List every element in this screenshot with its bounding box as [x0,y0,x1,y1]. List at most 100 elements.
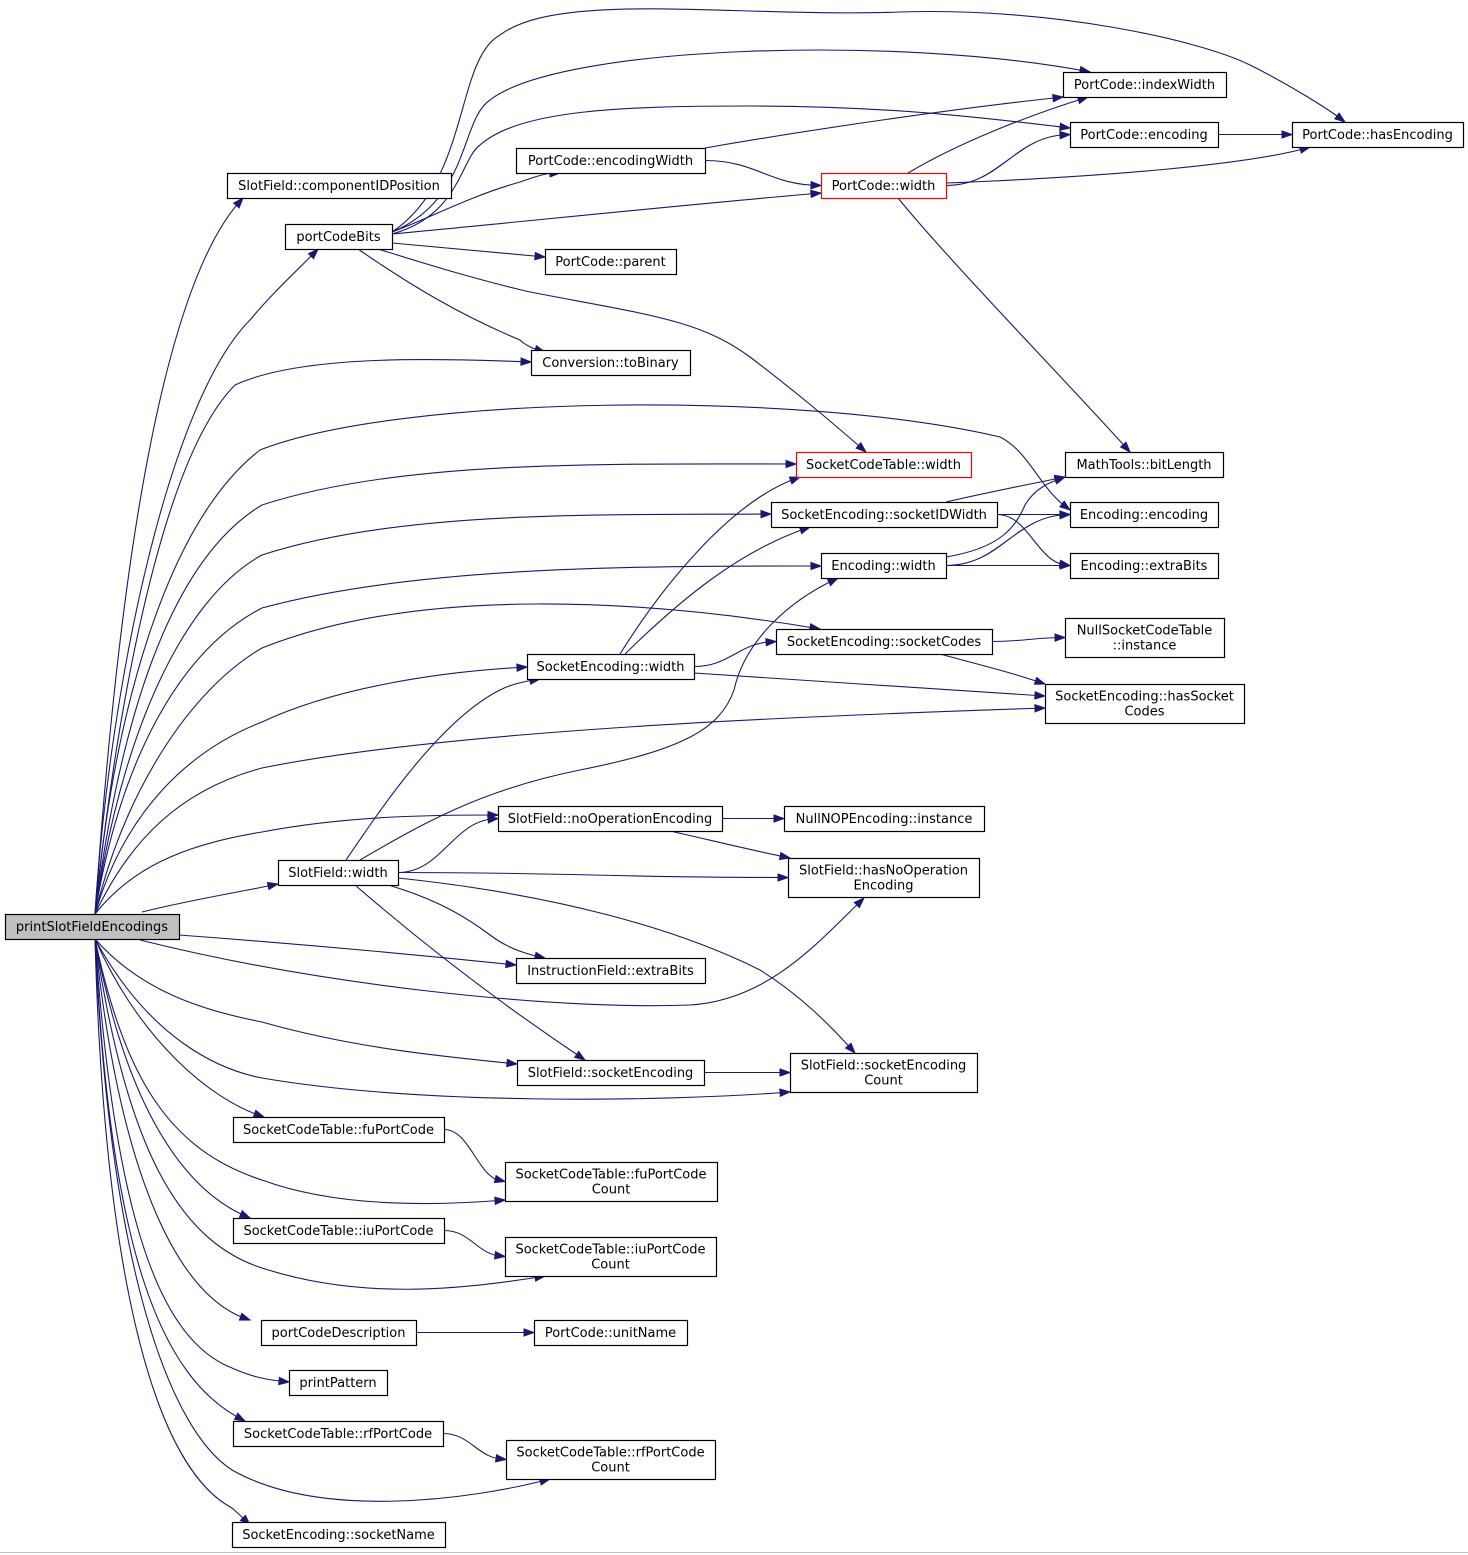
node-label: Codes [1124,705,1164,720]
node-socketIDWidth[interactable]: SocketEncoding::socketIDWidth [770,501,999,529]
node-label: Count [591,1258,630,1273]
arrowhead [1054,633,1067,642]
node-label: SocketEncoding::width [536,660,684,675]
arrowhead [810,180,823,190]
arrowhead [1281,130,1294,139]
arrowhead [855,441,868,453]
edge-socketIDWidth-to-encExtraBits [996,513,1072,569]
node-unitName[interactable]: PortCode::unitName [533,1319,689,1347]
edge-root-to-encWidth [94,561,823,915]
node-componentIDPosition[interactable]: SlotField::componentIDPosition [226,172,453,200]
edge-line [94,938,551,1502]
node-bitLength[interactable]: MathTools::bitLength [1064,451,1225,479]
node-encExtraBits[interactable]: Encoding::extraBits [1069,552,1220,580]
arrowhead [252,1109,266,1118]
edge-iuPortCode-to-iuPortCodeCount [443,1229,507,1260]
node-portCodeBits[interactable]: portCodeBits [284,223,394,251]
bottom-divider [0,1552,1468,1553]
arrowhead [1059,500,1072,511]
edge-line [94,513,772,915]
node-fuPortCode[interactable]: SocketCodeTable::fuPortCode [232,1116,446,1144]
node-nullNOP[interactable]: NullNOPEncoding::instance [783,805,986,833]
node-box [1064,617,1226,659]
node-noOpEnc[interactable]: SlotField::noOperationEncoding [497,805,724,833]
node-box [277,859,400,887]
node-pcWidth[interactable]: PortCode::width [820,172,948,200]
node-box [820,172,948,200]
arrowhead [826,577,840,587]
node-label: printPattern [299,1376,376,1391]
edge-socketCodes-to-nullSCT [991,633,1067,643]
edge-line [377,248,867,453]
node-box [795,451,973,479]
edge-line [704,96,1064,149]
node-ifExtraBits[interactable]: InstructionField::extraBits [515,957,707,985]
node-box [505,1439,717,1481]
node-pcHasEncoding[interactable]: PortCode::hasEncoding [1291,121,1465,149]
edge-root-to-portCodeDesc [94,938,252,1321]
node-label: Encoding::extraBits [1081,559,1208,574]
node-root[interactable]: printSlotFieldEncodings [4,913,181,941]
node-seWidth[interactable]: SocketEncoding::width [526,653,696,681]
node-label: SocketCodeTable::iuPortCode [515,1243,705,1258]
edge-portCodeDesc-to-unitName [416,1328,536,1337]
node-box [770,501,999,529]
edge-portCodeBits-to-pcEncoding [391,105,1072,235]
edge-rfPortCode-to-rfPortCodeCount [442,1432,508,1463]
arrowhead [765,637,778,647]
edge-root-to-socketName [94,938,252,1527]
edge-root-to-socketEncCount [94,938,792,1100]
edge-line [94,938,290,1383]
node-portCodeDesc[interactable]: portCodeDescription [260,1319,418,1347]
edge-root-to-printPattern [94,938,291,1386]
node-toBinary[interactable]: Conversion::toBinary [530,349,692,377]
node-label: portCodeBits [296,230,381,245]
node-box [4,913,181,941]
node-box [515,957,707,985]
node-encWidth[interactable]: Encoding::width [820,552,948,580]
node-label: Count [592,1183,631,1198]
node-sctWidth[interactable]: SocketCodeTable::width [795,451,973,479]
node-rfPortCode[interactable]: SocketCodeTable::rfPortCode [232,1420,445,1448]
node-socketEncoding[interactable]: SlotField::socketEncoding [516,1059,706,1087]
node-label: Encoding [854,879,914,894]
node-nullSCT[interactable]: NullSocketCodeTable::instance [1064,617,1226,659]
node-box [789,1052,979,1094]
node-sfWidth[interactable]: SlotField::width [277,859,400,887]
node-iuPortCode[interactable]: SocketCodeTable::iuPortCode [232,1217,446,1245]
edge-root-to-encEncoding [94,404,1072,915]
edge-line [94,938,518,1065]
node-socketCodes[interactable]: SocketEncoding::socketCodes [775,628,994,656]
node-label: SocketCodeTable::fuPortCode [243,1123,434,1138]
edge-line [391,242,546,258]
arrowhead [232,196,244,209]
node-pcEncoding[interactable]: PortCode::encoding [1069,121,1220,149]
node-pcEncodingWidth[interactable]: PortCode::encodingWidth [515,147,707,175]
edge-line [397,877,856,1054]
node-pcIndexWidth[interactable]: PortCode::indexWidth [1062,71,1228,99]
node-encEncoding[interactable]: Encoding::encoding [1069,501,1220,529]
node-pcParent[interactable]: PortCode::parent [544,248,678,276]
node-box [232,1217,446,1245]
node-label: Encoding::encoding [1080,508,1208,523]
node-printPattern[interactable]: printPattern [288,1369,389,1397]
node-label: PortCode::width [832,179,936,194]
edge-line [94,938,546,1290]
edge-line [443,1128,506,1183]
edge-pcEncodingWidth-to-pcIndexWidth [704,93,1065,149]
arrowhead [810,189,823,199]
node-label: PortCode::hasEncoding [1302,128,1453,143]
node-box [504,1161,719,1203]
edge-line [94,938,251,1219]
edge-root-to-sctWidth [94,459,798,915]
edge-root-to-ifExtraBits [178,934,518,969]
edge-line [94,938,251,1321]
edge-encWidth-to-encEncoding [945,510,1072,567]
node-socketName[interactable]: SocketEncoding::socketName [231,1521,447,1549]
